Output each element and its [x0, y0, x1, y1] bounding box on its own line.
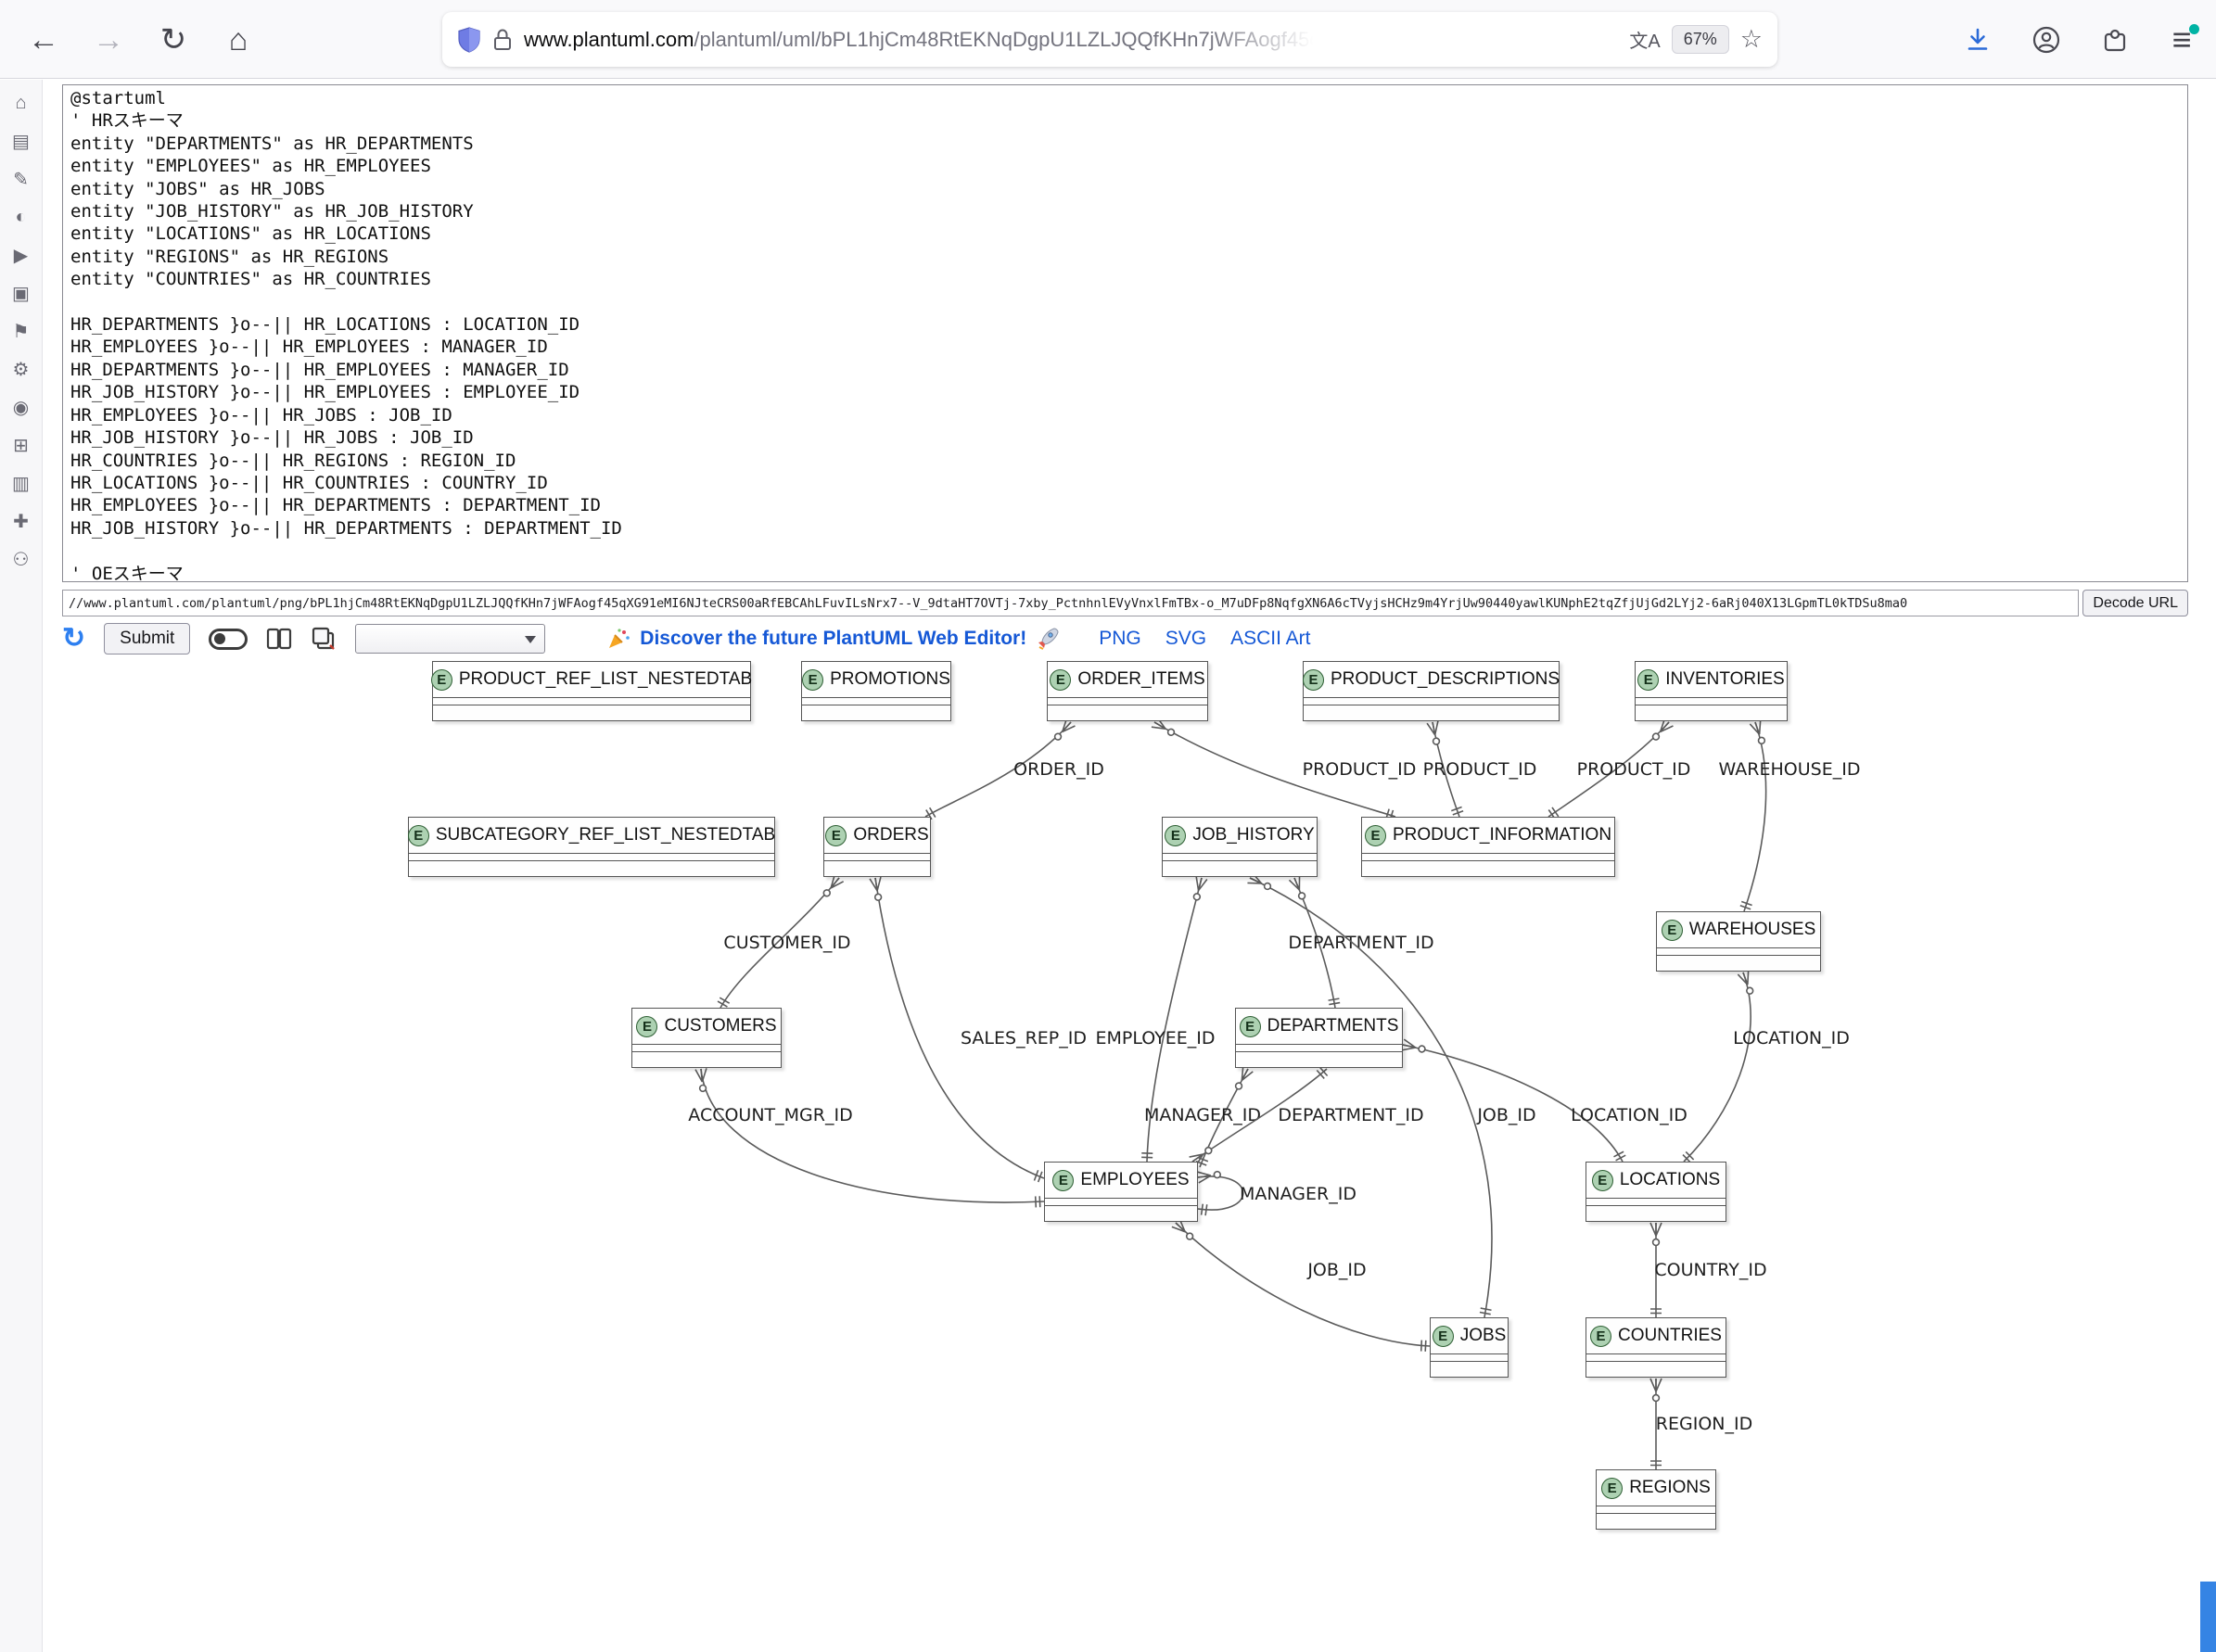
relationship-label: MANAGER_ID — [1240, 1184, 1356, 1204]
record-icon[interactable]: ◉ — [12, 397, 30, 418]
downloads-button[interactable] — [1955, 17, 2001, 63]
png-link[interactable]: PNG — [1099, 628, 1141, 649]
relationship-label: EMPLOYEE_ID — [1095, 1028, 1215, 1048]
hamburger-icon: ≡ — [2171, 20, 2192, 58]
relationship-label: ACCOUNT_MGR_ID — [688, 1105, 852, 1125]
lock-icon[interactable] — [492, 28, 513, 52]
relationship-employee_id — [1141, 876, 1208, 1163]
media-icon[interactable]: ▶ — [13, 245, 29, 266]
account-button[interactable] — [2023, 17, 2070, 63]
promo-link[interactable]: Discover the future PlantUML Web Editor! — [606, 627, 1060, 651]
relationship-label: LOCATION_ID — [1571, 1105, 1687, 1125]
relationship-label: JOB_ID — [1476, 1105, 1535, 1125]
ascii-art-link[interactable]: ASCII Art — [1230, 628, 1311, 649]
relationship-manager_id — [1196, 1170, 1244, 1216]
relationship-product_id — [1426, 720, 1464, 818]
template-select[interactable] — [355, 624, 546, 654]
url-text: www.plantuml.com/plantuml/uml/bPL1hjCm48… — [524, 28, 1618, 52]
extensions-button[interactable] — [2092, 17, 2138, 63]
relationship-warehouse_id — [1739, 719, 1767, 912]
menu-notification-dot — [2189, 24, 2199, 34]
relationship-customer_id — [717, 873, 845, 1009]
relationship-label: WAREHOUSE_ID — [1719, 759, 1861, 780]
settings-icon[interactable]: ⚙ — [12, 359, 30, 380]
relationship-account_mgr_id — [694, 1068, 1045, 1208]
library-icon[interactable]: ▥ — [12, 473, 30, 494]
translate-icon[interactable]: 文A — [1629, 32, 1661, 52]
relationship-label: SALES_REP_ID — [961, 1028, 1087, 1048]
relationship-label: JOB_ID — [1306, 1260, 1366, 1280]
relationship-order_id — [924, 718, 1076, 820]
address-bar[interactable]: www.plantuml.com/plantuml/uml/bPL1hjCm48… — [442, 12, 1777, 67]
relationship-label: CUSTOMER_ID — [723, 933, 850, 953]
encoded-url-input[interactable] — [62, 590, 2080, 616]
relationship-label: COUNTRY_ID — [1654, 1260, 1766, 1280]
profile-icon[interactable]: ⚇ — [12, 549, 30, 570]
reload-button[interactable]: ↻ — [159, 22, 187, 57]
privacy-mask-icon[interactable]: ◐ — [15, 206, 27, 227]
home-button[interactable]: ⌂ — [228, 21, 248, 57]
plantuml-source-editor[interactable] — [62, 84, 2188, 582]
relationship-location_id — [1401, 1038, 1626, 1163]
output-format-links: PNG SVG ASCII Art — [1099, 628, 1310, 650]
back-button[interactable]: ← — [28, 21, 59, 57]
split-view-icon[interactable] — [266, 627, 292, 651]
relationship-label: MANAGER_ID — [1144, 1105, 1261, 1125]
relationship-label: PRODUCT_ID — [1303, 759, 1417, 780]
refresh-icon[interactable]: ↻ — [62, 623, 86, 654]
rocket-icon — [1036, 627, 1060, 651]
relationship-product_id — [1547, 718, 1674, 820]
url-domain: www.plantuml.com — [524, 27, 694, 51]
scrollbar-thumb[interactable] — [2200, 1582, 2216, 1652]
decode-url-button[interactable]: Decode URL — [2082, 590, 2188, 616]
edit-icon[interactable]: ✎ — [13, 169, 29, 190]
browser-sidebar: ⌂ ▤ ✎ ◐ ▶ ▣ ⚑ ⚙ ◉ ⊞ ▥ ✚ ⚇ — [0, 80, 43, 1652]
add-icon[interactable]: ✚ — [13, 511, 29, 532]
party-popper-icon — [606, 627, 630, 651]
editor-toolbar: ↻ Submit Discover the future PlantUML We… — [62, 619, 2188, 658]
url-path: /plantuml/uml/bPL1hjCm48RtEKNqDgpU1LZLJQ… — [694, 27, 1320, 51]
relationship-label: ORDER_ID — [1013, 759, 1104, 780]
browser-toolbar: ← → ↻ ⌂ www.plantuml.com/plantuml/uml/bP… — [0, 0, 2216, 79]
tabs-icon[interactable]: ▣ — [12, 283, 30, 304]
zoom-level-badge[interactable]: 67% — [1671, 25, 1729, 54]
forward-button[interactable]: → — [93, 21, 124, 57]
menu-button[interactable]: ≡ — [2159, 17, 2205, 63]
svg-link[interactable]: SVG — [1165, 628, 1207, 649]
grid-icon[interactable]: ⊞ — [13, 435, 29, 456]
relationship-product_id — [1151, 717, 1396, 821]
home-icon[interactable]: ⌂ — [15, 92, 27, 113]
relationship-job_id — [1171, 1218, 1431, 1352]
promo-link-text[interactable]: Discover the future PlantUML Web Editor! — [640, 628, 1027, 649]
relationship-label: PRODUCT_ID — [1423, 759, 1537, 780]
reader-icon[interactable]: ▤ — [12, 131, 30, 152]
flag-icon[interactable]: ⚑ — [12, 321, 30, 342]
relationship-label: LOCATION_ID — [1733, 1028, 1850, 1048]
encoded-url-row: Decode URL — [62, 590, 2188, 616]
copy-icon[interactable] — [311, 627, 337, 651]
relationship-label: PRODUCT_ID — [1577, 759, 1691, 780]
relationship-location_id — [1682, 970, 1754, 1163]
relationship-label: REGION_ID — [1656, 1414, 1752, 1434]
shield-icon[interactable] — [457, 26, 481, 53]
submit-button[interactable]: Submit — [104, 623, 191, 654]
bookmark-star-icon[interactable]: ☆ — [1739, 25, 1763, 53]
view-toggle-icon[interactable] — [209, 628, 248, 650]
template-select-wrapper — [355, 624, 546, 654]
relationship-label: DEPARTMENT_ID — [1278, 1105, 1423, 1125]
